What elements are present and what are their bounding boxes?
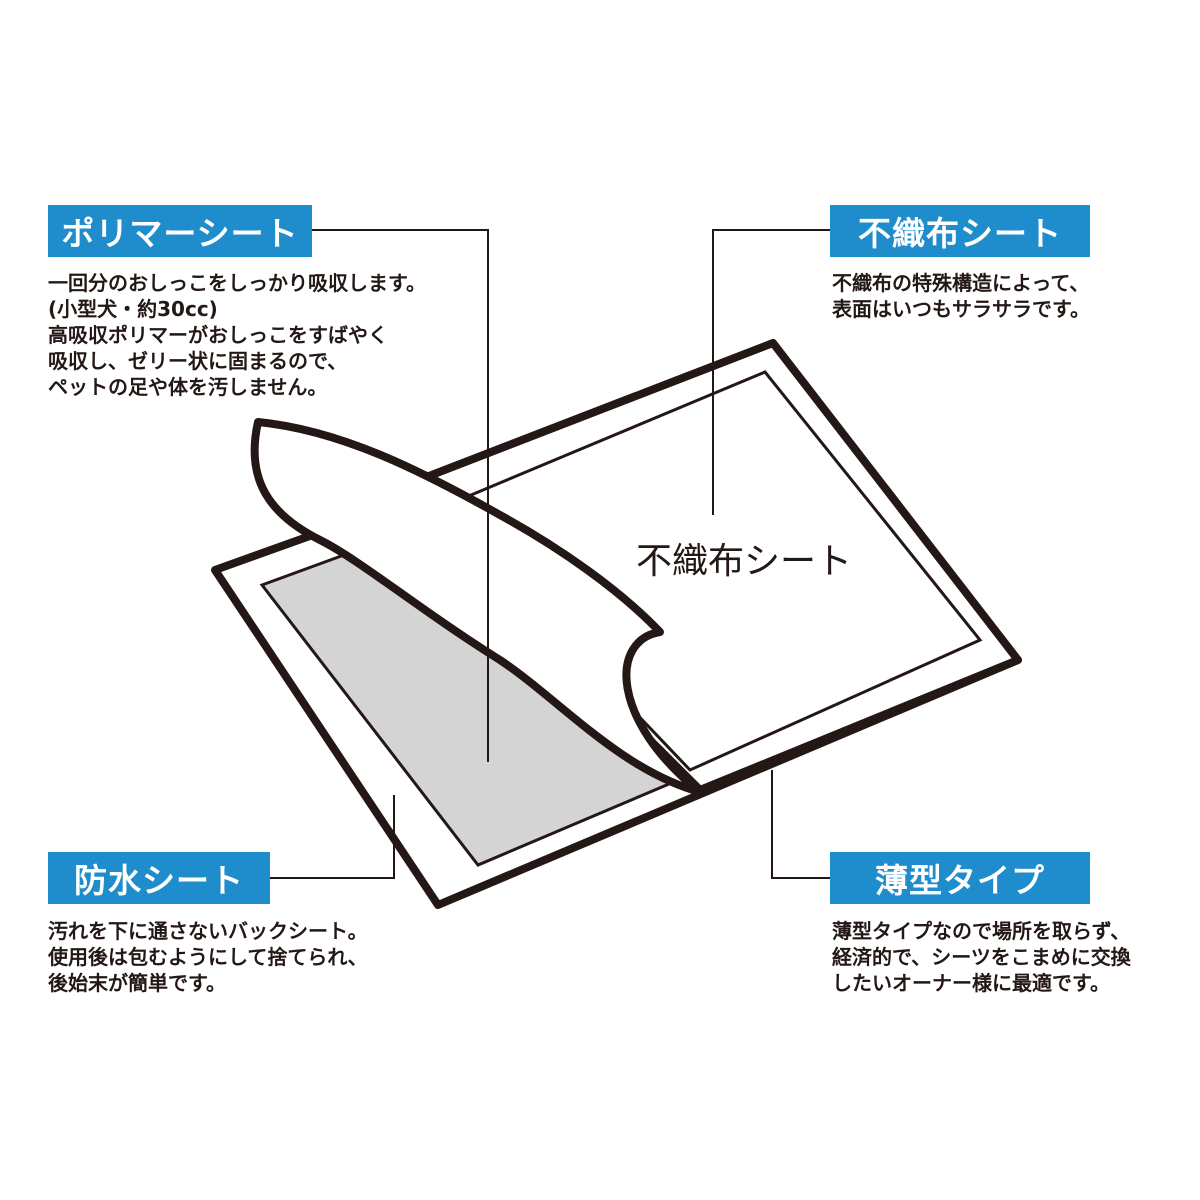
nonwoven-leader-line bbox=[712, 229, 830, 515]
waterproof-sheet-title: 防水シート bbox=[48, 852, 270, 904]
polymer-leader-line bbox=[312, 229, 489, 762]
nonwoven-sheet-title: 不織布シート bbox=[830, 205, 1090, 257]
polymer-line: ペットの足や体を汚しません。 bbox=[48, 375, 328, 399]
thin-type-title-text: 薄型タイプ bbox=[875, 861, 1045, 900]
center-nonwoven-label: 不織布シート bbox=[636, 541, 853, 582]
waterproof-line: 後始末が簡単です。 bbox=[48, 971, 226, 995]
nonwoven-sheet-title-text: 不織布シート bbox=[858, 214, 1062, 253]
waterproof-sheet-description: 汚れを下に通さないバックシート。 使用後は包むようにして捨てられ、 後始末が簡単… bbox=[48, 918, 368, 996]
waterproof-line: 汚れを下に通さないバックシート。 bbox=[48, 919, 368, 943]
peeled-flap bbox=[250, 418, 704, 796]
polymer-sheet-title-text: ポリマーシート bbox=[61, 214, 299, 253]
polymer-line: (小型犬・約30cc) bbox=[48, 297, 218, 321]
thin-line: したいオーナー様に最適です。 bbox=[832, 971, 1110, 995]
thin-line: 経済的で、シーツをこまめに交換 bbox=[832, 945, 1131, 969]
waterproof-sheet-title-text: 防水シート bbox=[74, 861, 244, 900]
thin-line: 薄型タイプなので場所を取らず、 bbox=[832, 919, 1131, 943]
polymer-line: 一回分のおしっこをしっかり吸収します。 bbox=[48, 271, 426, 295]
thin-leader-line bbox=[771, 770, 830, 879]
nonwoven-sheet-description: 不織布の特殊構造によって、 表面はいつもサラサラです。 bbox=[832, 270, 1090, 322]
nonwoven-line: 表面はいつもサラサラです。 bbox=[832, 297, 1090, 321]
polymer-line: 吸収し、ゼリー状に固まるので、 bbox=[48, 349, 348, 373]
thin-type-title: 薄型タイプ bbox=[830, 852, 1090, 904]
polymer-line: 高吸収ポリマーがおしっこをすばやく bbox=[48, 323, 388, 347]
polymer-sheet-title: ポリマーシート bbox=[48, 205, 312, 257]
polymer-sheet-description: 一回分のおしっこをしっかり吸収します。 (小型犬・約30cc) 高吸収ポリマーが… bbox=[48, 270, 426, 400]
waterproof-line: 使用後は包むようにして捨てられ、 bbox=[48, 945, 368, 969]
thin-type-description: 薄型タイプなので場所を取らず、 経済的で、シーツをこまめに交換 したいオーナー様… bbox=[832, 918, 1131, 996]
nonwoven-line: 不織布の特殊構造によって、 bbox=[832, 271, 1090, 295]
waterproof-leader-line bbox=[270, 795, 395, 879]
